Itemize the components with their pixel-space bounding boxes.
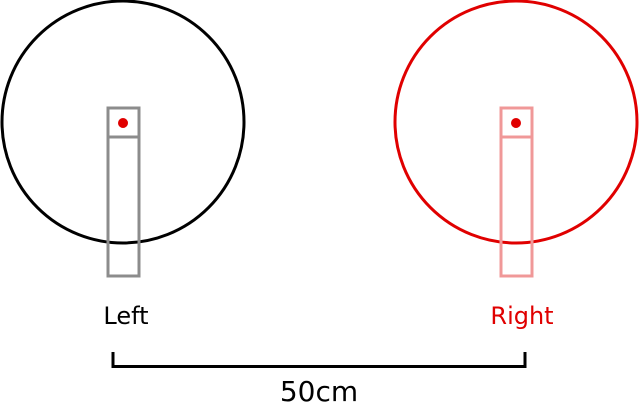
left-mic-body xyxy=(106,106,141,278)
distance-label: 50cm xyxy=(280,375,358,404)
right-mic-body xyxy=(499,106,534,278)
distance-bracket: 50cm xyxy=(111,352,527,404)
left-label: Left xyxy=(103,302,148,330)
right-capsule-dot xyxy=(511,118,521,128)
right-label: Right xyxy=(490,302,553,330)
right-pickup-circle xyxy=(393,0,639,245)
left-pickup-circle xyxy=(0,0,246,245)
right-unit: Right xyxy=(393,0,639,330)
left-capsule-dot xyxy=(118,118,128,128)
left-unit: Left xyxy=(0,0,246,330)
